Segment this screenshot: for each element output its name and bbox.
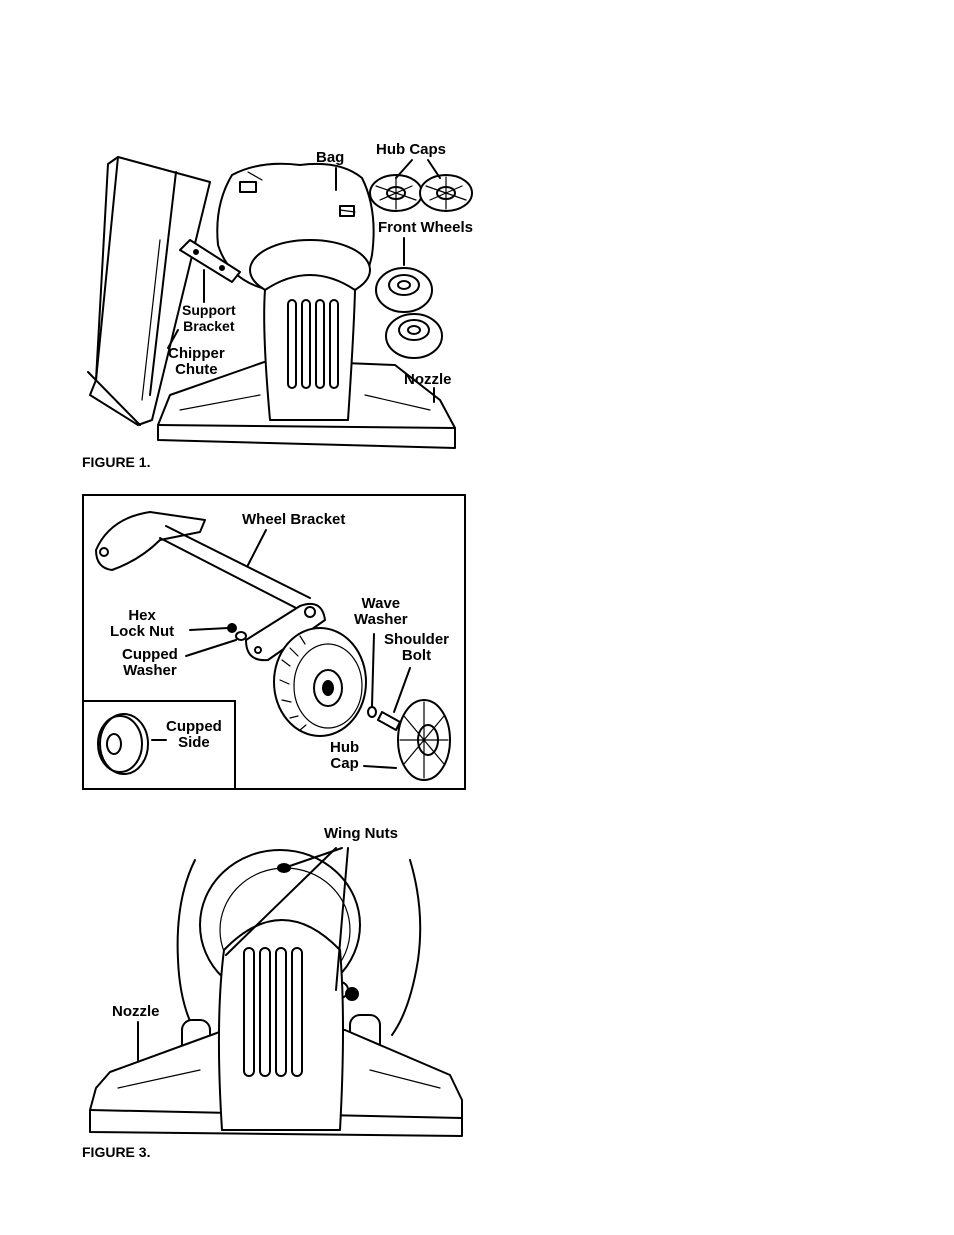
front-wheels-drawing: [376, 268, 442, 358]
label-bag: Bag: [316, 150, 344, 166]
label-wheel-bracket: Wheel Bracket: [242, 512, 345, 528]
label-wave-washer: Wave Washer: [354, 596, 408, 628]
label-hub-caps: Hub Caps: [376, 142, 446, 158]
label-wing-nuts: Wing Nuts: [324, 826, 398, 842]
label-hex-lock-nut: Hex Lock Nut: [110, 608, 174, 640]
label-shoulder-bolt: Shoulder Bolt: [384, 632, 449, 664]
figure-1-caption: FIGURE 1.: [82, 454, 150, 470]
label-front-wheels: Front Wheels: [378, 220, 473, 236]
label-cupped-side: Cupped Side: [166, 719, 222, 751]
label-support-bracket: Support Bracket: [182, 302, 236, 334]
label-nozzle-fig3: Nozzle: [112, 1004, 160, 1020]
label-chipper-chute: Chipper Chute: [168, 346, 225, 378]
label-cupped-washer: Cupped Washer: [122, 647, 178, 679]
label-hub-cap: Hub Cap: [330, 740, 359, 772]
label-nozzle-fig1: Nozzle: [404, 372, 452, 388]
figure-3-caption: FIGURE 3.: [82, 1144, 150, 1160]
chipper-chute-drawing: [88, 157, 210, 425]
hub-caps-drawing: [370, 175, 472, 211]
